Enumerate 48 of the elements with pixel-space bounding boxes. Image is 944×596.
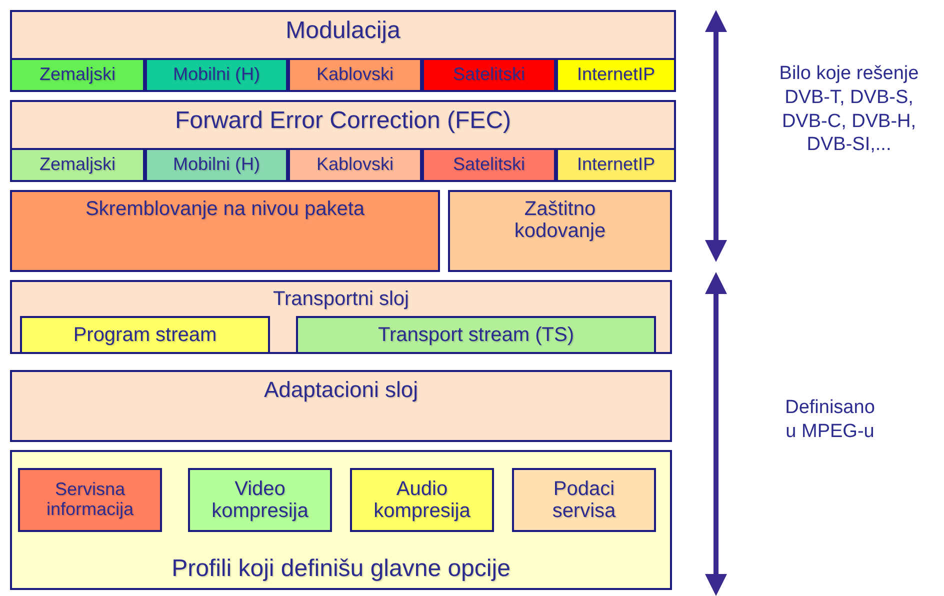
node-text: Zaštitno kodovanje — [513, 198, 607, 242]
component-box — [296, 316, 656, 354]
node-text: Modulacija — [286, 18, 400, 44]
node-text: Mobilni (H) — [172, 65, 260, 85]
node-text: Forward Error Correction (FEC) — [174, 108, 512, 134]
component-box — [18, 468, 162, 532]
node-text: Satelitski — [452, 155, 526, 175]
node-text: Kablovski — [316, 155, 394, 175]
component-box — [512, 468, 656, 532]
variant-cell — [422, 58, 556, 92]
node-text: Servisna informacija — [45, 480, 135, 520]
variant-cell — [288, 148, 422, 182]
variant-cell — [422, 148, 556, 182]
node-text: Kablovski — [316, 65, 394, 85]
layer-band — [10, 280, 672, 354]
node-text: Zemaljski — [39, 65, 116, 85]
layer-band — [10, 10, 676, 92]
node-text: Adaptacioni sloj — [264, 378, 418, 402]
variant-cell — [10, 58, 145, 92]
node-text: InternetIP — [576, 155, 656, 175]
variant-cell — [10, 148, 145, 182]
node-text: Video kompresija — [210, 478, 310, 522]
component-box — [350, 468, 494, 532]
variant-cell — [145, 58, 288, 92]
node-text: Program stream — [73, 324, 217, 346]
variant-cell — [145, 148, 288, 182]
layer-band — [10, 450, 672, 590]
node-text: Satelitski — [452, 65, 526, 85]
node-text: Zemaljski — [39, 155, 116, 175]
node-text: Transport stream (TS) — [378, 324, 574, 346]
variant-cell — [556, 148, 676, 182]
layer-block — [10, 190, 440, 272]
component-box — [188, 468, 332, 532]
node-text: Podaci servisa — [551, 478, 617, 522]
variant-cell — [288, 58, 422, 92]
layer-band — [10, 100, 676, 182]
node-text: Mobilni (H) — [172, 155, 260, 175]
node-text: Skremblovanje na nivou paketa — [85, 198, 365, 220]
side-note: Bilo koje rešenje DVB-T, DVB-S, DVB-C, DVB-H, DVB-SI,... — [778, 62, 920, 157]
node-text: Transportni sloj — [273, 288, 409, 310]
node-text: InternetIP — [576, 65, 656, 85]
layer-band — [10, 370, 672, 442]
component-box — [20, 316, 270, 354]
node-text: Profili koji definišu glavne opcije — [172, 556, 510, 582]
layer-block — [448, 190, 672, 272]
variant-cell — [556, 58, 676, 92]
side-note: Definisano u MPEG-u — [784, 396, 876, 444]
node-text: Audio kompresija — [372, 478, 472, 522]
